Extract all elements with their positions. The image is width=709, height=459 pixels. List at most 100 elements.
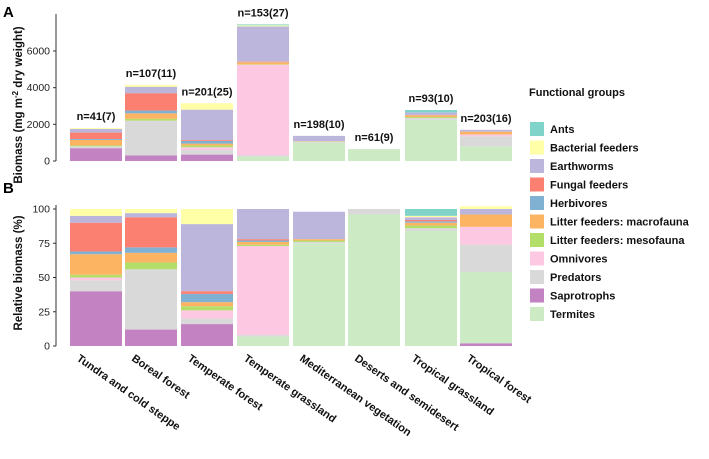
panel-b-bar-temperate-grassland-herbivores	[237, 240, 289, 242]
panel-b-bar-boreal-forest-bacterial-feeders	[125, 209, 177, 214]
panel-b-bar-temperate-forest-predators	[181, 318, 233, 325]
panel-b-y-axis-title: Relative biomass (%)	[13, 215, 25, 330]
panel-b-bar-tundra-and-cold-steppe-litter-feeders-macrofauna	[70, 254, 122, 275]
panel-a-bar-temperate-grassland-predators	[237, 155, 289, 157]
panel-a-bar-tropical-forest-omnivores	[460, 134, 512, 137]
panel-a-n-label-temperate-grassland: n=153(27)	[237, 7, 288, 19]
x-category-label-deserts-and-semidesert: Deserts and semidesert	[352, 353, 461, 434]
panel-a-bar-boreal-forest-litter-feeders-macrofauna	[125, 113, 177, 119]
panel-a-bar-temperate-forest-earthworms	[181, 109, 233, 140]
panel-b-bar-tropical-grassland-herbivores	[405, 221, 457, 223]
panel-a-bar-tundra-and-cold-steppe-fungal-feeders	[70, 132, 122, 139]
panel-a-bar-mediterranean-vegetation-predators	[293, 141, 345, 143]
panel-b-bar-tropical-grassland-fungal-feeders	[405, 219, 457, 222]
panel-a-bar-temperate-grassland-litter-feeders-macrofauna	[237, 62, 289, 65]
panel-a-bar-deserts-and-semidesert-termites	[348, 149, 400, 161]
panel-b-bar-boreal-forest-saprotrophs	[125, 329, 177, 346]
panel-a-bar-boreal-forest-earthworms	[125, 86, 177, 94]
legend-label-predators: Predators	[550, 272, 601, 284]
panel-a-bar-temperate-forest-omnivores	[181, 147, 233, 150]
panel-a-bar-tundra-and-cold-steppe-bacterial-feeders	[70, 128, 122, 129]
legend-swatch-litter-feeders-mesofauna	[530, 233, 544, 247]
panel-a-bar-boreal-forest-litter-feeders-mesofauna	[125, 118, 177, 121]
panel-a-bar-tropical-grassland-predators	[405, 117, 457, 120]
legend-label-omnivores: Omnivores	[550, 254, 607, 266]
panel-b-bar-tropical-forest-termites	[460, 272, 512, 344]
legend-label-earthworms: Earthworms	[550, 161, 614, 173]
panel-a-bar-tundra-and-cold-steppe-predators	[70, 146, 122, 149]
panel-b-bar-tropical-forest-omnivores	[460, 226, 512, 245]
panel-a-bar-mediterranean-vegetation-earthworms	[293, 135, 345, 142]
panel-b-bar-temperate-grassland-fungal-feeders	[237, 239, 289, 241]
legend-swatch-termites	[530, 307, 544, 321]
panel-b-bar-tropical-forest-saprotrophs	[460, 343, 512, 346]
panel-b-bar-tropical-grassland-litter-feeders-mesofauna	[405, 225, 457, 229]
panel-b-bar-temperate-forest-fungal-feeders	[181, 291, 233, 294]
panel-a-bar-tropical-grassland-litter-feeders-macrofauna	[405, 115, 457, 117]
panel-a-bar-temperate-forest-litter-feeders-macrofauna	[181, 143, 233, 146]
panel-a-y-tick-label: 4000	[27, 82, 51, 94]
panel-a-bar-temperate-grassland-ants	[237, 24, 289, 26]
legend-swatch-omnivores	[530, 251, 544, 266]
panel-a-y-tick-label: 0	[44, 156, 50, 168]
panel-b-bar-tundra-and-cold-steppe-omnivores	[70, 277, 122, 281]
x-category-label-tundra-and-cold-steppe: Tundra and cold steppe	[74, 353, 182, 434]
panel-a-bar-tropical-grassland-earthworms	[405, 112, 457, 116]
x-category-label-temperate-grassland: Temperate grassland	[241, 353, 338, 426]
legend-swatch-saprotrophs	[530, 288, 544, 303]
panel-b-bar-tropical-forest-bacterial-feeders	[460, 206, 512, 209]
panel-b-bar-tundra-and-cold-steppe-earthworms	[70, 215, 122, 223]
panel-a-bar-temperate-forest-saprotrophs	[181, 154, 233, 161]
panel-b-bar-boreal-forest-herbivores	[125, 247, 177, 253]
panel-b-bar-tundra-and-cold-steppe-fungal-feeders	[70, 222, 122, 252]
panel-a-chart: 0200040006000n=41(7)n=107(11)n=201(25)n=…	[27, 7, 512, 168]
panel-b-bar-boreal-forest-predators	[125, 269, 177, 330]
panel-b-bar-tropical-grassland-predators	[405, 228, 457, 231]
panel-a-bar-boreal-forest-fungal-feeders	[125, 93, 177, 111]
legend-label-litter-feeders-mesofauna: Litter feeders: mesofauna	[550, 235, 685, 247]
panel-b-bar-tropical-forest-predators	[460, 244, 512, 273]
panel-a-bar-temperate-forest-herbivores	[181, 140, 233, 144]
panel-b-bar-mediterranean-vegetation-predators	[293, 241, 345, 244]
panel-a-y-tick-label: 6000	[27, 46, 51, 58]
panel-b-bar-temperate-grassland-litter-feeders-mesofauna	[237, 244, 289, 246]
panel-b-bar-temperate-grassland-predators	[237, 335, 289, 337]
panel-b-bar-tundra-and-cold-steppe-bacterial-feeders	[70, 209, 122, 216]
panel-a-n-label-boreal-forest: n=107(11)	[126, 68, 177, 80]
panel-b-y-tick-label: 0	[44, 341, 50, 353]
panel-b-bar-temperate-forest-bacterial-feeders	[181, 209, 233, 225]
x-category-label-mediterranean-vegetation: Mediterranean vegetation	[297, 353, 413, 439]
panel-b-bar-tropical-grassland-ants	[405, 209, 457, 216]
legend-label-fungal-feeders: Fungal feeders	[550, 180, 628, 192]
panel-a-bar-temperate-forest-predators	[181, 150, 233, 155]
panel-a-n-label-temperate-forest: n=201(25)	[181, 86, 232, 98]
panel-b-bar-mediterranean-vegetation-litter-feeders-mesofauna	[293, 240, 345, 242]
legend-swatch-predators	[530, 270, 544, 284]
panel-a-bar-tropical-forest-earthworms	[460, 129, 512, 132]
panel-a-y-tick-label: 2000	[27, 119, 51, 131]
panel-b-bar-tundra-and-cold-steppe-litter-feeders-mesofauna	[70, 274, 122, 278]
panel-a-bar-tundra-and-cold-steppe-litter-feeders-mesofauna	[70, 145, 122, 147]
panel-a-bar-tundra-and-cold-steppe-herbivores	[70, 139, 122, 140]
panel-a-bar-temperate-grassland-bacterial-feeders	[237, 25, 289, 27]
panel-a-bar-tropical-forest-litter-feeders-macrofauna	[460, 131, 512, 135]
panel-b-y-tick-label: 50	[38, 272, 50, 284]
legend-label-saprotrophs: Saprotrophs	[550, 291, 615, 303]
legend-swatch-litter-feeders-macrofauna	[530, 214, 544, 229]
panel-a-n-label-mediterranean-vegetation: n=198(10)	[293, 119, 344, 131]
legend-label-litter-feeders-macrofauna: Litter feeders: macrofauna	[550, 217, 690, 229]
panel-b-bar-boreal-forest-fungal-feeders	[125, 217, 177, 248]
panel-b-bar-mediterranean-vegetation-litter-feeders-macrofauna	[293, 239, 345, 241]
panel-b-y-tick-label: 25	[38, 306, 50, 318]
panel-a-bar-temperate-grassland-fungal-feeders	[237, 61, 289, 62]
panel-a-y-axis-title: Biomass (mg m-2 dry weight)	[11, 26, 25, 183]
panel-a-bar-tropical-forest-termites	[460, 146, 512, 161]
panel-a-bar-temperate-grassland-omnivores	[237, 64, 289, 156]
panel-b-bar-temperate-forest-saprotrophs	[181, 324, 233, 346]
panel-b-bar-deserts-and-semidesert-termites	[348, 214, 400, 346]
panel-b-bar-tropical-forest-litter-feeders-macrofauna	[460, 214, 512, 227]
panel-b-bar-temperate-forest-herbivores	[181, 293, 233, 303]
